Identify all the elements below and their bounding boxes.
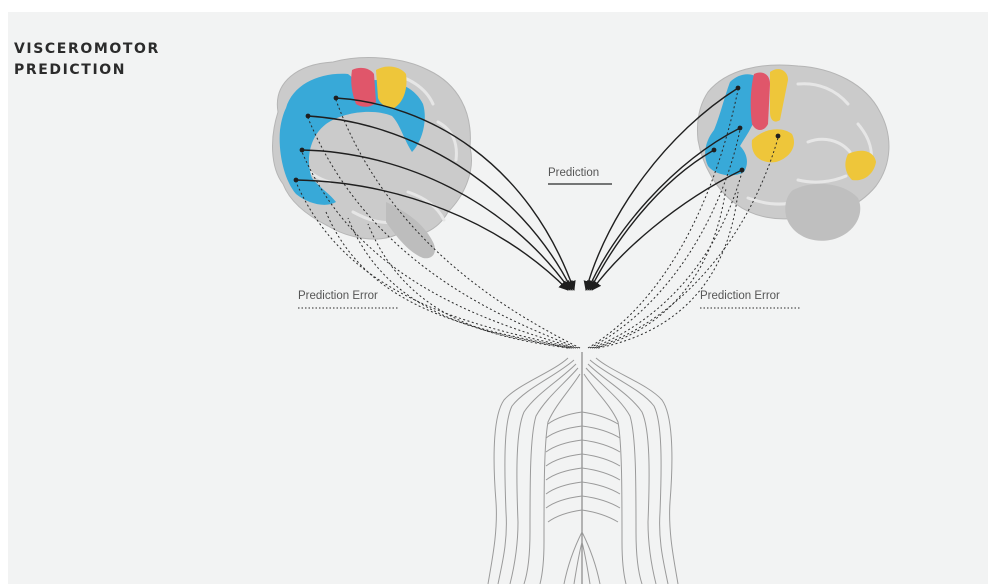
right-source-point bbox=[776, 134, 781, 139]
right-red-region bbox=[751, 72, 770, 130]
prediction-label: Prediction bbox=[548, 167, 599, 179]
left-brain bbox=[273, 58, 472, 259]
prediction-error-right-label: Prediction Error bbox=[700, 290, 780, 302]
rib-nerves bbox=[546, 412, 620, 522]
prediction-error-right-group: Prediction Error bbox=[700, 290, 801, 308]
right-brain bbox=[697, 65, 888, 241]
prediction-label-group: Prediction bbox=[548, 167, 612, 184]
prediction-error-left-label: Prediction Error bbox=[298, 290, 378, 302]
diagram-panel: VISCEROMOTOR PREDICTION bbox=[8, 12, 988, 584]
prediction-error-line bbox=[592, 172, 742, 348]
prediction-error-left-group: Prediction Error bbox=[298, 290, 398, 308]
visceromotor-diagram: Prediction Prediction Error Prediction E… bbox=[8, 12, 988, 584]
prediction-error-line bbox=[368, 224, 568, 348]
right-cerebellum bbox=[785, 184, 860, 241]
body-outline-left bbox=[488, 358, 568, 584]
body-outline-right bbox=[596, 358, 678, 584]
body-nervous-system bbox=[488, 352, 678, 584]
